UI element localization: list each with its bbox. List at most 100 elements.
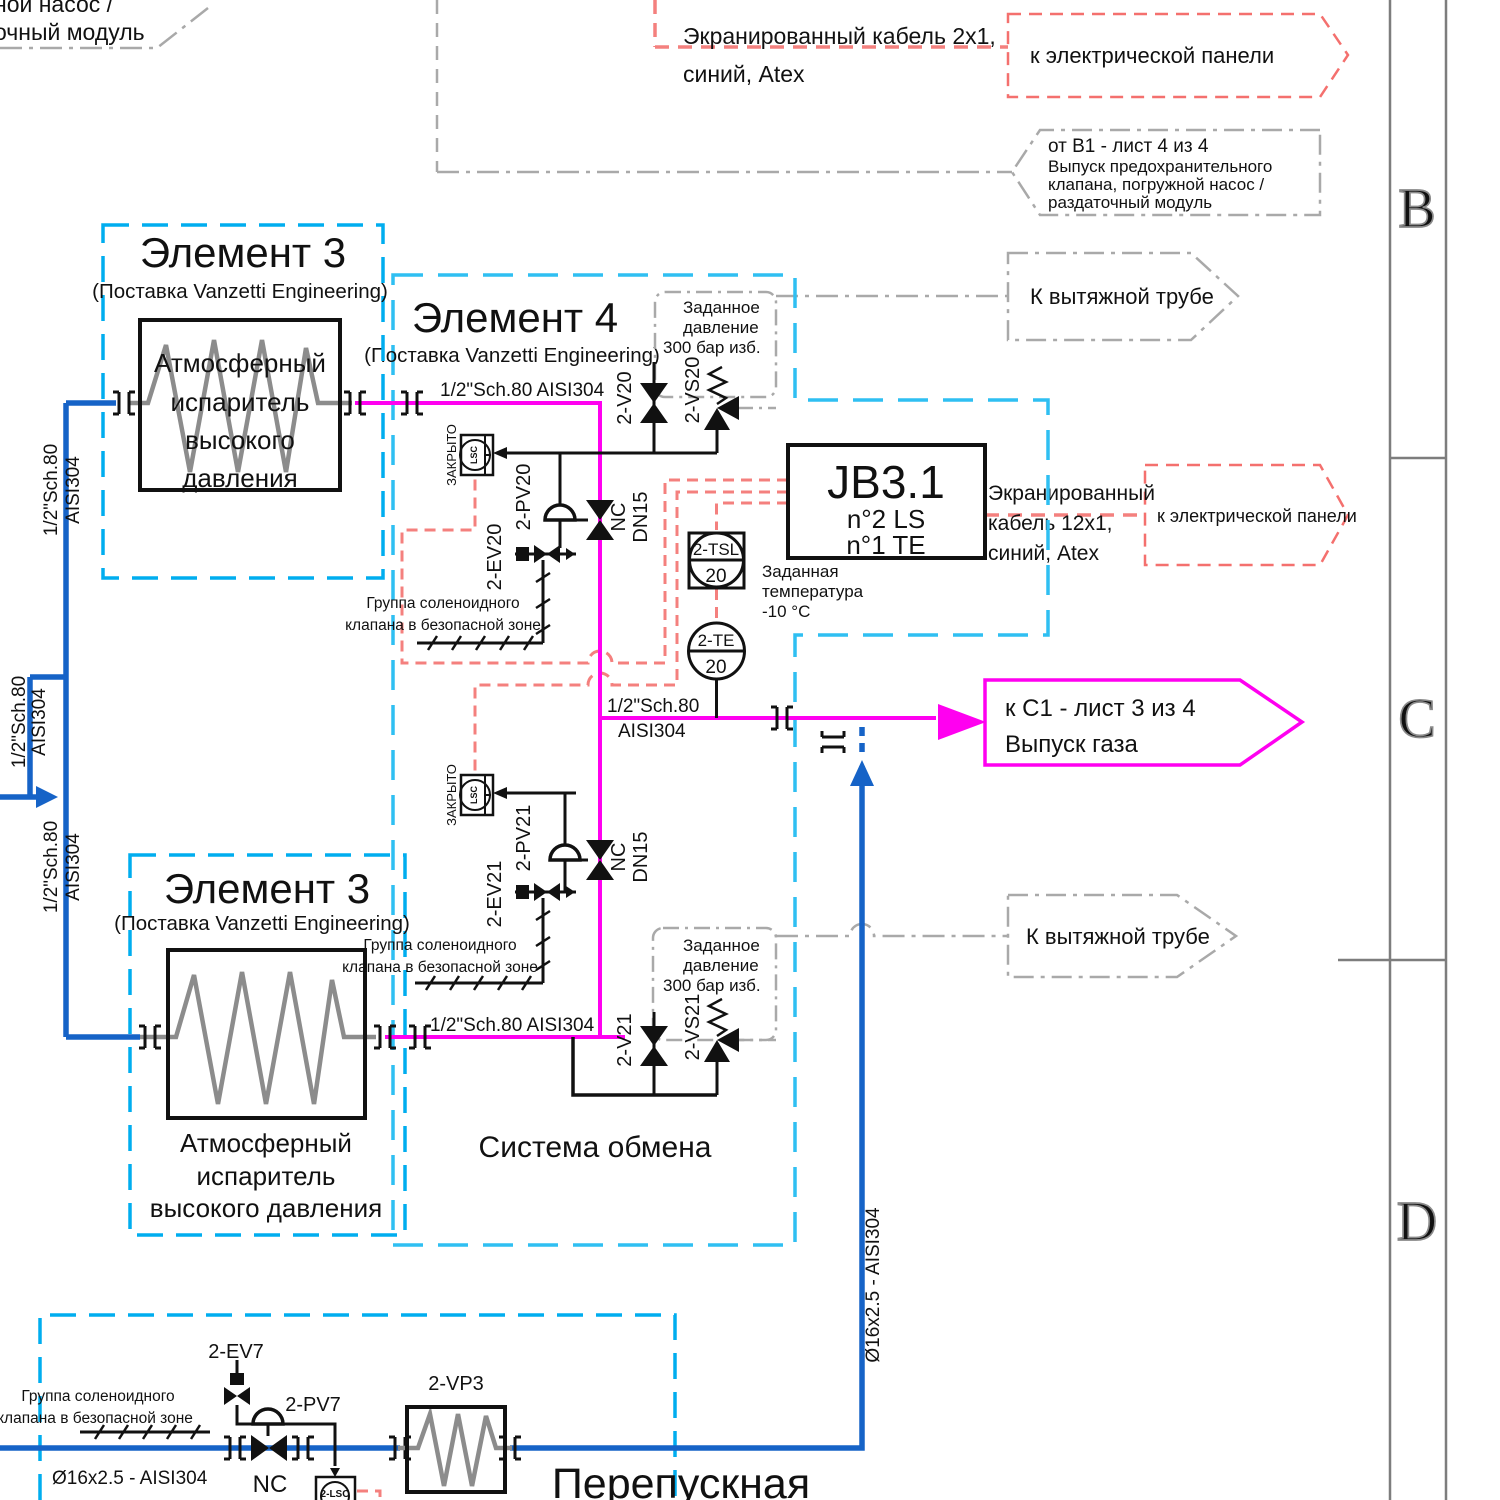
safe-zone-7-line1: Группа соленоидного — [21, 1388, 174, 1405]
label-2vs20: 2-VS20 — [682, 357, 704, 424]
cable-right-line2: кабель 12x1, — [988, 512, 1113, 535]
vaporizer-top-label-2: испаритель — [171, 387, 310, 417]
pressure-bottom-2: давление — [683, 956, 759, 975]
te-num: 20 — [705, 657, 726, 678]
safe-zone-hatching-20 — [417, 560, 551, 651]
tsl-num: 20 — [705, 566, 726, 587]
element4-subtitle: (Поставка Vanzetti Engineering) — [364, 344, 660, 367]
flag-to-vent-1: К вытяжной трубе — [1006, 251, 1240, 342]
instrument-te: 2-TE 20 — [687, 621, 746, 681]
safe-zone-hatching-21 — [415, 898, 551, 991]
riser-label-2a: 1/2"Sch.80 — [9, 676, 30, 768]
vaporizer-top-label-1: Атмосферный — [154, 348, 326, 378]
label-2ev20: 2-EV20 — [484, 524, 506, 591]
shielded-cable-lines — [653, 0, 1145, 517]
pressure-setpoint-bottom: Заданное давление 300 бар изб. — [651, 926, 778, 1042]
zone-letter-b: B — [1398, 178, 1435, 240]
cable-right-line3: синий, Atex — [988, 542, 1099, 565]
safe-zone-notes: Группа соленоидного клапана в безопасной… — [0, 595, 541, 1427]
vaporizer-top-label-3: высокого — [185, 425, 295, 455]
pressure-top-2: давление — [683, 318, 759, 337]
safe-zone-hatching-7 — [80, 1424, 210, 1440]
flag-from-b1-line2: Выпуск предохранительного — [1048, 157, 1272, 176]
label-2ev21: 2-EV21 — [484, 861, 506, 928]
vaporizer-bottom-body — [166, 948, 367, 1120]
flag-to-c1: к C1 - лист 3 из 4 Выпуск газа — [983, 678, 1306, 767]
label-2pv7: 2-PV7 — [285, 1394, 341, 1416]
jb-line1: n°2 LS — [847, 504, 925, 534]
note-line-2: очный модуль — [0, 19, 145, 45]
bypass-pipe-label: Ø16x2.5 - AISI304 — [52, 1468, 208, 1489]
valve-labels: 2-V20 2-VS20 2-PV20 2-EV20 NC DN15 2-V21… — [208, 357, 704, 1498]
label-nc-top: NC — [608, 503, 630, 532]
vaporizer-top-body — [138, 318, 342, 492]
actuator-2pv21 — [548, 843, 582, 862]
ls21-closed-label: ЗАКРЫТО — [444, 764, 459, 826]
riser-label-3b: AISI304 — [63, 833, 84, 901]
pressure-setpoint-top: Заданное давление 300 бар изб. — [653, 290, 778, 399]
pipe-label-top: 1/2"Sch.80 AISI304 — [440, 380, 605, 401]
blue-pipes — [0, 400, 865, 1451]
element3-bottom-title: Элемент 3 — [164, 865, 370, 912]
vaporizer-bottom-label-3: высокого давления — [150, 1193, 382, 1223]
top-left-offsheet-note: ной насос / очный модуль — [0, 0, 209, 50]
lsc7-label: 2-LSC — [321, 1489, 350, 1500]
exchange-system-label: Система обмена — [479, 1131, 712, 1164]
element3-top-title: Элемент 3 — [140, 229, 346, 276]
pressure-bottom-3: 300 бар изб. — [663, 976, 761, 995]
pipe-spec-labels: 1/2"Sch.80 AISI304 1/2"Sch.80 AISI304 1/… — [9, 380, 884, 1489]
te-tag: 2-TE — [698, 631, 735, 650]
zone-letters: B C D — [1396, 177, 1438, 1254]
zone-letter-c: C — [1398, 688, 1435, 750]
valve-group-21: LSC ЗАКРЫТО — [415, 764, 739, 1097]
zone-letter-d: D — [1397, 1191, 1437, 1253]
valve-group-7: 2-LSC — [80, 1360, 357, 1500]
vaporizer-bottom-coil — [136, 971, 376, 1105]
ls21-arrow — [493, 787, 507, 799]
temp-note-1: Заданная — [762, 562, 839, 581]
pressure-top-3: 300 бар изб. — [663, 338, 761, 357]
flag-from-b1: от B1 - лист 4 из 4 Выпуск предохранител… — [1010, 128, 1322, 217]
flag-to-panel-right: к электрической панели — [1143, 463, 1357, 567]
solenoid-coil-2ev21 — [516, 885, 529, 899]
flow-arrow-left-branch — [36, 786, 58, 808]
safe-zone-20-line1: Группа соленоидного — [366, 595, 519, 612]
label-2pv21: 2-PV21 — [513, 805, 535, 872]
cable-top-label: Экранированный кабель 2x1, синий, Atex — [683, 23, 996, 87]
label-2pv20: 2-PV20 — [513, 464, 535, 531]
cable-top-line2: синий, Atex — [683, 61, 805, 87]
safe-zone-20-line2: клапана в безопасной зоне — [345, 617, 541, 634]
vaporizer-top-label-4: давления — [182, 463, 297, 493]
flag-to-panel-top: к электрической панели — [1006, 12, 1350, 99]
cable-top-line1: Экранированный кабель 2x1, — [683, 23, 996, 49]
temp-note-3: -10 °C — [762, 602, 810, 621]
bypass-boundary-box — [38, 1313, 677, 1500]
vaporizer-bottom-label-2: испаритель — [197, 1161, 336, 1191]
element4-boundary-box — [391, 273, 1050, 1247]
pipe-label-outlet-2: AISI304 — [618, 721, 686, 742]
label-dn15-top: DN15 — [630, 491, 652, 542]
jb-title: JB3.1 — [827, 456, 945, 508]
tsl-tag: 2-TSL — [693, 540, 739, 559]
gas-outlet-arrow — [938, 704, 986, 740]
vaporizer-top-coil — [128, 339, 352, 473]
flag-to-vent-2: К вытяжной трубе — [1006, 893, 1239, 979]
actuator-2pv20 — [543, 503, 577, 522]
riser-label-1a: 1/2"Sch.80 — [41, 444, 62, 536]
vaporizer-bottom-label-1: Атмосферный — [180, 1128, 352, 1158]
junction-box-jb31: JB3.1 n°2 LS n°1 TE — [786, 443, 987, 560]
label-2v21: 2-V21 — [614, 1013, 636, 1066]
element4-title: Элемент 4 — [412, 294, 618, 341]
instrument-tsl: 2-TSL 20 — [687, 531, 746, 590]
riser-label-1b: AISI304 — [63, 456, 84, 524]
pipe-label-bottom: 1/2"Sch.80 AISI304 — [430, 1015, 595, 1036]
actuator-2pv7 — [251, 1407, 285, 1426]
label-2v20: 2-V20 — [614, 371, 636, 424]
lsc7-arrow — [330, 1468, 340, 1477]
ls20-arrow — [493, 447, 507, 459]
vaporizer-vp3 — [398, 1405, 512, 1494]
ev20-tick-arrow — [566, 548, 575, 560]
element3-bottom-module: Элемент 3 (Поставка Vanzetti Engineering… — [114, 853, 410, 1237]
